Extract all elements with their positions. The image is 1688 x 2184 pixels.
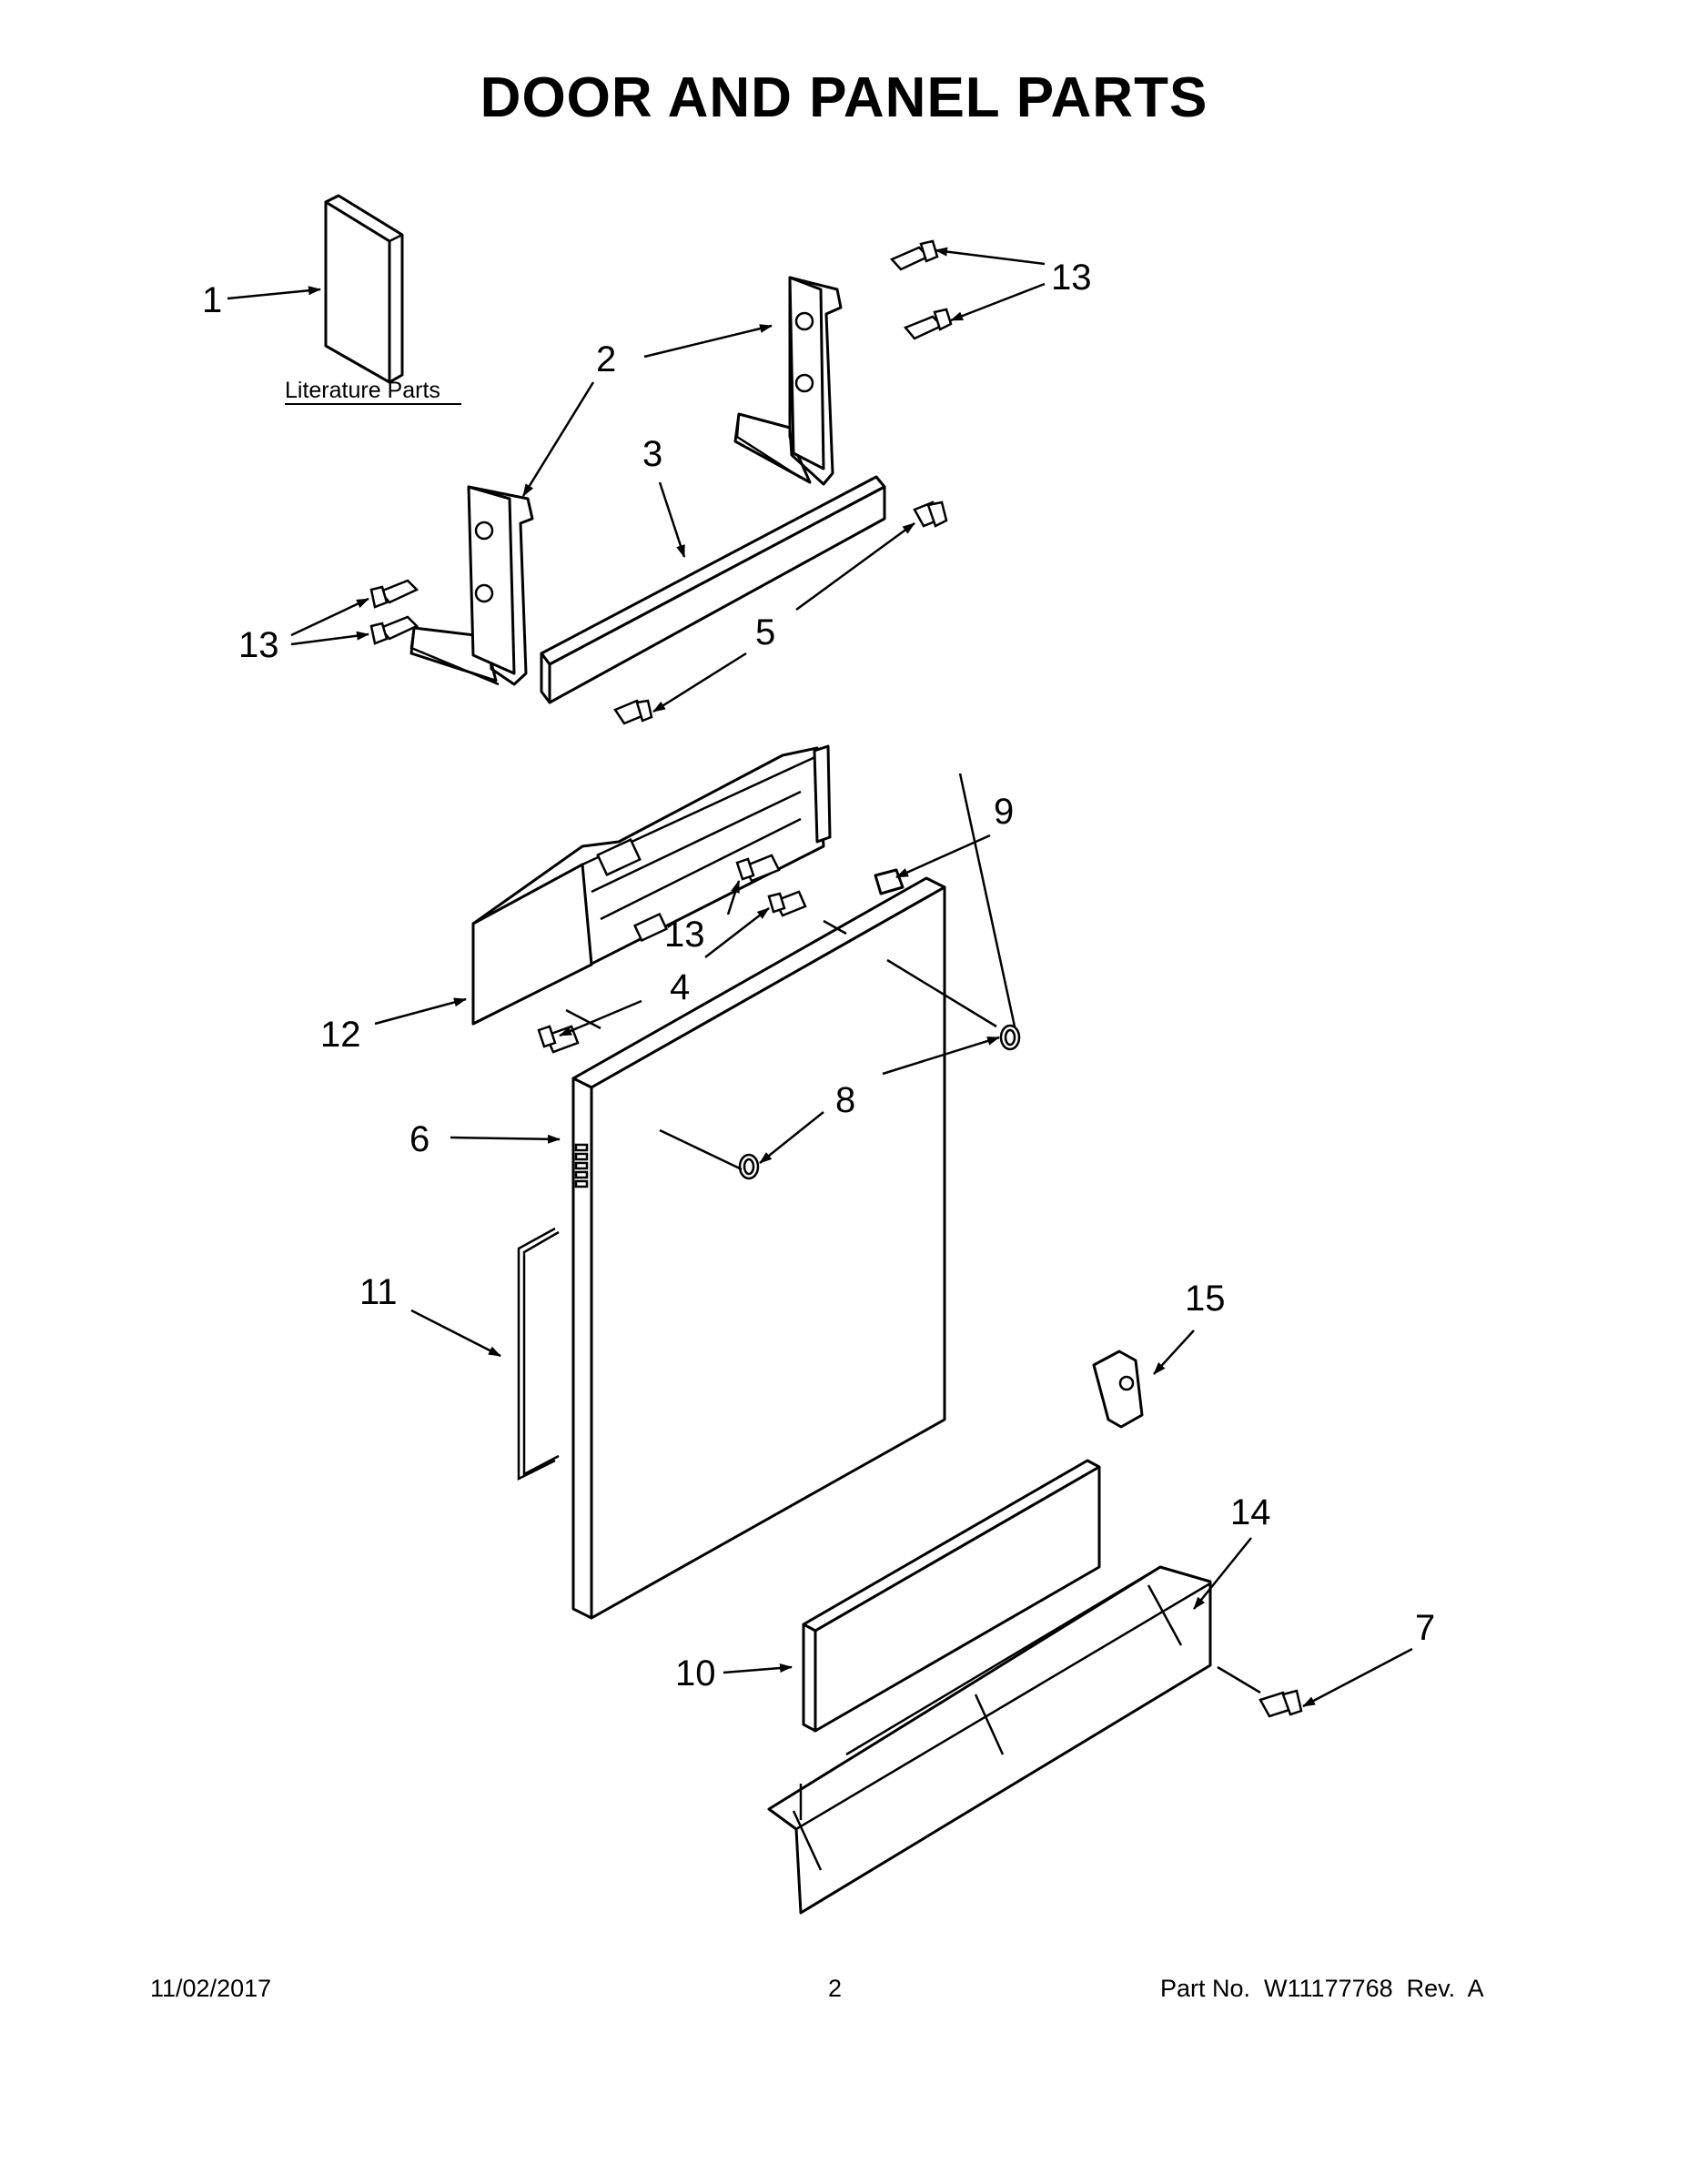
screw-5-left: [613, 699, 653, 725]
footer-date: 11/02/2017: [150, 1975, 272, 2002]
callout-2: 2: [596, 339, 616, 379]
callout-13-middle: 13: [664, 915, 705, 955]
toe-panel-part: [767, 1565, 1212, 1915]
control-console-part: [471, 744, 832, 1026]
callout-12: 12: [320, 1015, 361, 1055]
pin-8-left: [738, 1153, 760, 1180]
outer-door-panel-part: [571, 876, 946, 1620]
screw-13-left-a: [369, 579, 419, 609]
footer-part-number: Part No. W11177768 Rev. A: [1160, 1975, 1484, 2002]
callout-4: 4: [670, 967, 690, 1007]
callout-1: 1: [202, 280, 222, 320]
left-door-bracket-part: [409, 485, 534, 686]
callout-5: 5: [755, 612, 775, 652]
latch-clip-part: [1092, 1350, 1144, 1429]
leader-lines: [227, 247, 1413, 1708]
screw-13-upper-a: [889, 239, 939, 271]
callout-6: 6: [409, 1119, 430, 1159]
callout-labels: 1 2 3 13 13 5 9 13 4 12 6 8 11 15 14 7 1…: [202, 258, 1435, 1694]
callout-10: 10: [675, 1653, 716, 1694]
callout-15: 15: [1185, 1279, 1226, 1319]
screw-5-right: [913, 500, 948, 528]
callout-7: 7: [1415, 1608, 1435, 1648]
screw-7: [1258, 1689, 1303, 1718]
kick-plate-panel-part: [802, 1459, 1101, 1733]
pin-8-right: [999, 1024, 1021, 1051]
right-door-bracket-part: [733, 276, 843, 486]
screw-13-left-b: [369, 615, 419, 645]
callout-14: 14: [1230, 1492, 1271, 1532]
door-seal-strip-part: [517, 1227, 560, 1481]
literature-parts-label: Literature Parts: [285, 378, 440, 403]
callout-9: 9: [994, 792, 1014, 832]
screw-4-upper: [767, 890, 807, 917]
door-clip-part: [874, 868, 905, 895]
page-title: DOOR AND PANEL PARTS: [480, 66, 1208, 129]
screw-13-middle: [735, 854, 781, 883]
callout-11: 11: [359, 1272, 398, 1312]
callout-13-top: 13: [1051, 258, 1092, 298]
callout-8: 8: [835, 1080, 855, 1120]
vent-slots: [574, 1143, 589, 1188]
literature-booklet-part: [324, 194, 404, 384]
callout-13-left: 13: [238, 625, 279, 665]
footer-page-number: 2: [828, 1975, 843, 2002]
screw-13-upper-b: [903, 308, 953, 340]
callout-3: 3: [642, 434, 662, 474]
door-support-bar-part: [540, 475, 886, 704]
